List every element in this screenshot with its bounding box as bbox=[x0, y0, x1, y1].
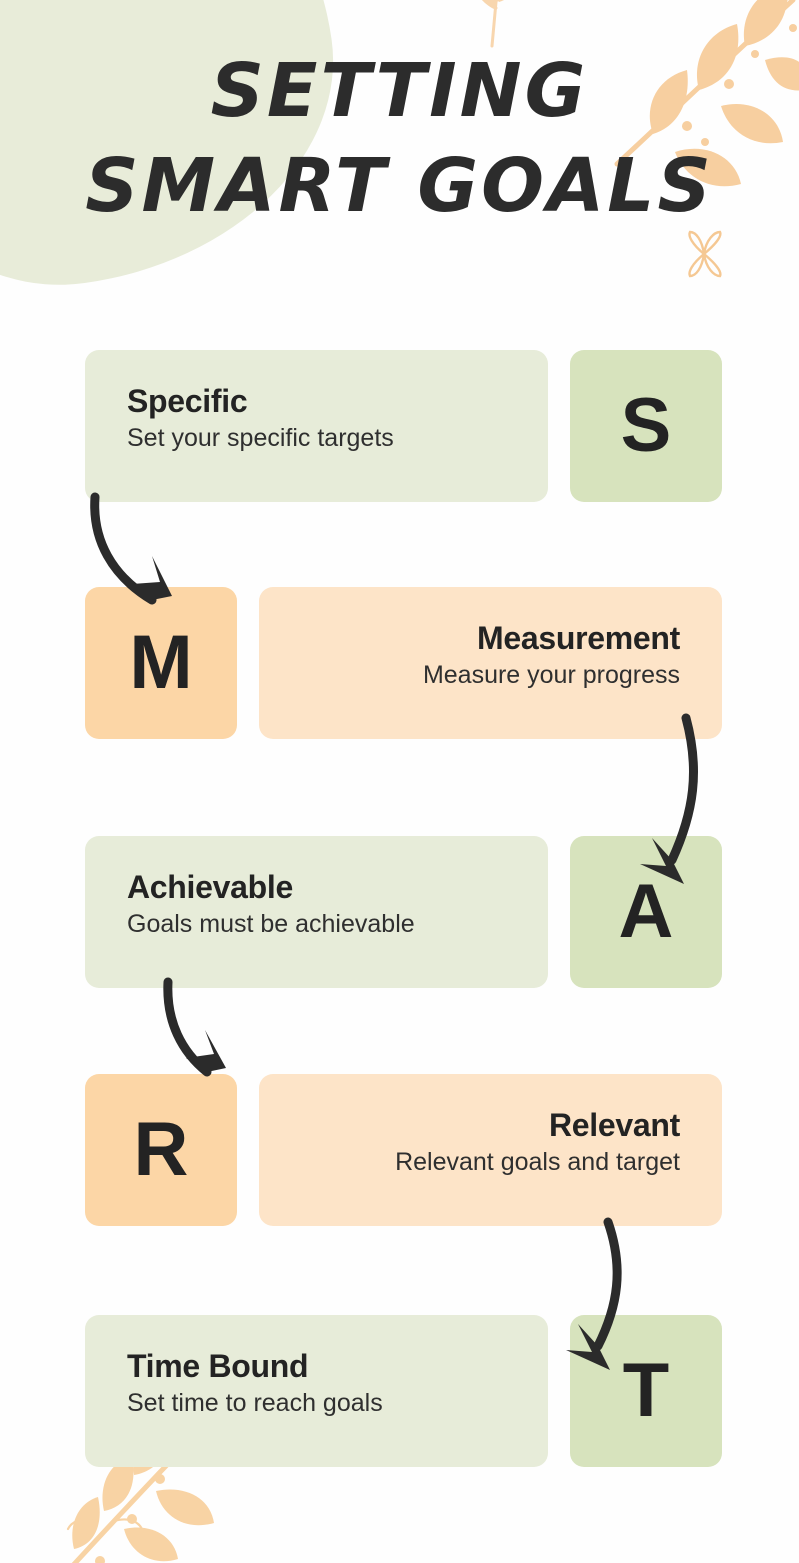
row-spacer bbox=[237, 1074, 259, 1226]
row-spacer bbox=[548, 350, 570, 502]
arrowhead-achievable-to-r bbox=[186, 1030, 226, 1072]
step-card-specific[interactable]: Specific Set your specific targets bbox=[85, 350, 548, 502]
step-card-achievable[interactable]: Achievable Goals must be achievable bbox=[85, 836, 548, 988]
step-card-relevant[interactable]: Relevant Relevant goals and target bbox=[259, 1074, 722, 1226]
step-subtitle: Goals must be achievable bbox=[127, 909, 415, 938]
step-card-measurement[interactable]: Measurement Measure your progress bbox=[259, 587, 722, 739]
step-letter: S bbox=[620, 383, 672, 468]
step-letter-box-r[interactable]: R bbox=[85, 1074, 237, 1226]
step-letter: M bbox=[129, 620, 193, 705]
step-letter: R bbox=[133, 1107, 189, 1192]
arrow-achievable-to-r bbox=[163, 977, 212, 1077]
step-letter-box-t[interactable]: T bbox=[570, 1315, 722, 1467]
arrow-specific-to-m bbox=[90, 492, 157, 605]
page-title: SETTING SMART GOALS bbox=[0, 44, 799, 233]
step-card-time-bound[interactable]: Time Bound Set time to reach goals bbox=[85, 1315, 548, 1467]
row-spacer bbox=[237, 587, 259, 739]
title-line-2: SMART GOALS bbox=[85, 142, 714, 229]
step-title: Time Bound bbox=[127, 1348, 309, 1384]
step-subtitle: Relevant goals and target bbox=[395, 1147, 680, 1176]
step-row-achievable: Achievable Goals must be achievable A bbox=[85, 836, 722, 988]
step-letter-box-m[interactable]: M bbox=[85, 587, 237, 739]
step-letter: T bbox=[622, 1348, 670, 1433]
row-spacer bbox=[548, 836, 570, 988]
step-letter: A bbox=[618, 869, 674, 954]
step-subtitle: Set time to reach goals bbox=[127, 1388, 383, 1417]
step-subtitle: Set your specific targets bbox=[127, 423, 394, 452]
step-row-measurement: M Measurement Measure your progress bbox=[85, 587, 722, 739]
flourish-four-petal-icon bbox=[688, 230, 722, 278]
sprig-top-center-icon bbox=[481, 0, 504, 48]
step-title: Measurement bbox=[477, 620, 680, 656]
step-letter-box-a[interactable]: A bbox=[570, 836, 722, 988]
step-row-relevant: R Relevant Relevant goals and target bbox=[85, 1074, 722, 1226]
step-title: Relevant bbox=[549, 1107, 680, 1143]
step-title: Specific bbox=[127, 383, 248, 419]
step-row-time-bound: Time Bound Set time to reach goals T bbox=[85, 1315, 722, 1467]
step-title: Achievable bbox=[127, 869, 293, 905]
step-row-specific: Specific Set your specific targets S bbox=[85, 350, 722, 502]
step-subtitle: Measure your progress bbox=[422, 660, 680, 689]
row-spacer bbox=[548, 1315, 570, 1467]
step-letter-box-s[interactable]: S bbox=[570, 350, 722, 502]
title-line-1: SETTING bbox=[210, 48, 589, 134]
leaf-branch-top-right-icon bbox=[614, 0, 799, 187]
